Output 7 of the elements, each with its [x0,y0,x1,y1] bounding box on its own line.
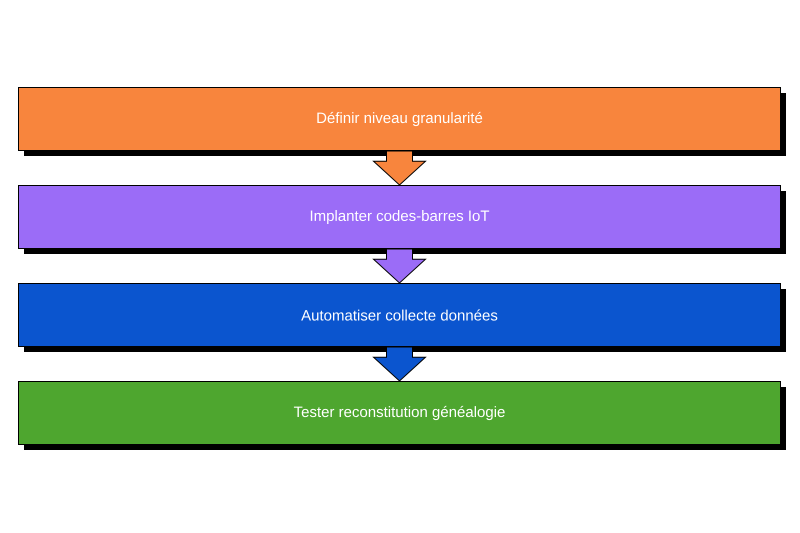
process-box: Tester reconstitution généalogie [18,381,786,450]
process-box: Définir niveau granularité [18,87,786,156]
arrow [372,346,427,382]
process-box: Automatiser collecte données [18,283,786,352]
arrow [372,248,427,284]
process-box: Implanter codes-barres IoT [18,185,786,254]
arrow [372,150,427,186]
